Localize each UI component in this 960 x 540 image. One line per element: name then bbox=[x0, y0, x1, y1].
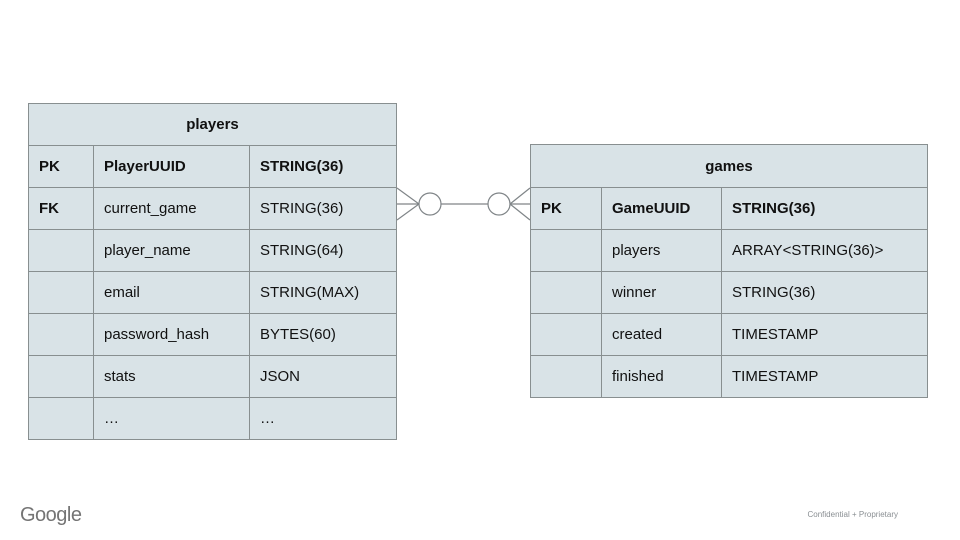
cell-key bbox=[531, 314, 601, 355]
table-title: players bbox=[186, 116, 239, 133]
cell-type: JSON bbox=[249, 356, 396, 397]
cell-name: player_name bbox=[93, 230, 249, 271]
cell-name: current_game bbox=[93, 188, 249, 229]
cell-key: PK bbox=[39, 158, 60, 175]
cell-name: stats bbox=[93, 356, 249, 397]
cell-name: finished bbox=[601, 356, 721, 397]
cell-name: PlayerUUID bbox=[93, 146, 249, 187]
zero-circle-right bbox=[487, 192, 511, 216]
cell-type: TIMESTAMP bbox=[721, 314, 927, 355]
relationship-connector bbox=[396, 187, 531, 221]
cell-name: created bbox=[601, 314, 721, 355]
cell-type: TIMESTAMP bbox=[721, 356, 927, 397]
cell-key bbox=[531, 356, 601, 397]
cell-name: … bbox=[93, 398, 249, 439]
cell-name: password_hash bbox=[93, 314, 249, 355]
cell-key bbox=[531, 272, 601, 313]
crows-foot-left bbox=[396, 187, 420, 221]
cell-type: ARRAY<STRING(36)> bbox=[721, 230, 927, 271]
cell-key bbox=[531, 230, 601, 271]
cell-key: PK bbox=[541, 200, 562, 217]
cell-type: STRING(MAX) bbox=[249, 272, 396, 313]
table-row: …… bbox=[29, 397, 396, 439]
cell-key bbox=[29, 356, 93, 397]
confidential-label: Confidential + Proprietary bbox=[807, 510, 899, 519]
cell-name: winner bbox=[601, 272, 721, 313]
cell-type: … bbox=[249, 398, 396, 439]
table-title: games bbox=[705, 157, 753, 175]
zero-circle-left bbox=[418, 192, 442, 216]
cell-type: STRING(36) bbox=[721, 272, 927, 313]
cell-type: BYTES(60) bbox=[249, 314, 396, 355]
cell-key bbox=[29, 398, 93, 439]
cell-type: STRING(64) bbox=[249, 230, 396, 271]
cell-name: email bbox=[93, 272, 249, 313]
crows-foot-right bbox=[509, 187, 531, 221]
cell-key bbox=[29, 230, 93, 271]
cell-key bbox=[29, 314, 93, 355]
cell-key: FK bbox=[39, 200, 59, 217]
google-logo: Google bbox=[20, 504, 82, 526]
cell-name: players bbox=[601, 230, 721, 271]
cell-type: STRING(36) bbox=[249, 146, 396, 187]
cell-type: STRING(36) bbox=[721, 188, 927, 229]
cell-key bbox=[29, 272, 93, 313]
cell-type: STRING(36) bbox=[249, 188, 396, 229]
cell-name: GameUUID bbox=[601, 188, 721, 229]
